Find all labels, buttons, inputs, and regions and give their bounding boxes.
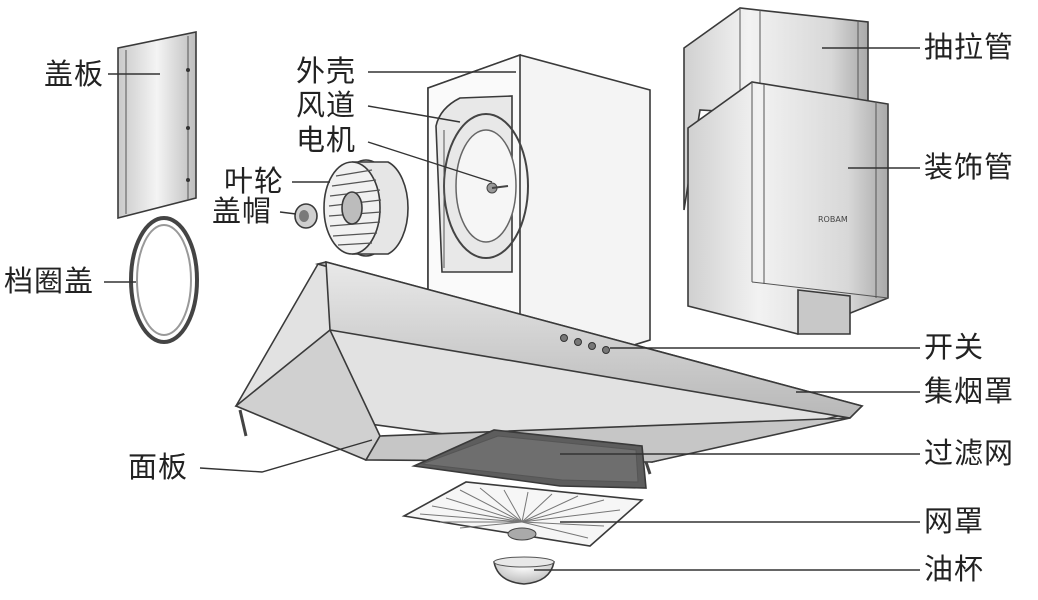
filter-part bbox=[411, 429, 647, 489]
label-hood: 集烟罩 bbox=[924, 374, 1015, 408]
label-cover-plate: 盖板 bbox=[44, 57, 105, 91]
cap-part bbox=[294, 203, 318, 229]
impeller-part bbox=[323, 159, 409, 257]
label-net-cover: 网罩 bbox=[924, 504, 985, 538]
label-air-duct: 风道 bbox=[296, 88, 357, 122]
label-cap: 盖帽 bbox=[212, 194, 273, 228]
net-cover-part bbox=[401, 481, 644, 547]
label-decoration-pipe: 装饰管 bbox=[924, 150, 1015, 184]
label-housing: 外壳 bbox=[296, 54, 357, 88]
oil-cup-part bbox=[493, 556, 555, 585]
label-filter: 过滤网 bbox=[924, 436, 1015, 470]
label-panel: 面板 bbox=[128, 450, 189, 484]
label-ring-cover: 档圈盖 bbox=[4, 264, 95, 298]
label-switch: 开关 bbox=[924, 330, 985, 364]
label-motor: 电机 bbox=[296, 123, 357, 157]
label-oil-cup: 油杯 bbox=[924, 552, 985, 586]
brand-mark: ROBAM bbox=[818, 215, 848, 224]
leader-lines bbox=[104, 47, 920, 571]
cover-plate-part bbox=[117, 31, 197, 220]
hood-part bbox=[234, 260, 864, 475]
decoration-pipe-part: ROBAM bbox=[687, 81, 889, 335]
label-pull-pipe: 抽拉管 bbox=[924, 30, 1015, 64]
label-impeller: 叶轮 bbox=[224, 164, 285, 198]
ring-cover-part bbox=[129, 216, 199, 344]
